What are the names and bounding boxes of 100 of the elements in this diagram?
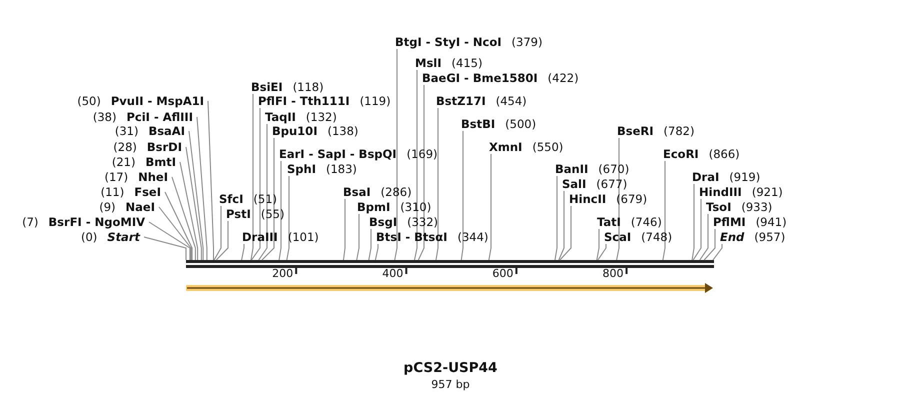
leader-line (216, 220, 228, 260)
leader-line (241, 244, 244, 260)
cut-position: (17) (104, 170, 128, 184)
enzyme-name: DraIII (242, 230, 278, 244)
cut-position: (38) (92, 110, 116, 124)
leader-line (208, 100, 214, 260)
leader-line (262, 138, 274, 260)
leader-line (214, 206, 222, 260)
leader-line (712, 244, 722, 260)
sequence-end-label: End (720, 230, 744, 244)
leader-line (251, 108, 260, 260)
leader-line (488, 154, 492, 260)
cut-position: (11) (100, 185, 124, 199)
leader-line (356, 214, 360, 260)
leader-line (286, 176, 290, 260)
leader-line (558, 190, 564, 260)
leader-line (692, 184, 694, 260)
leader-line (196, 116, 208, 260)
leader-line (596, 228, 600, 260)
cut-position: (0) (80, 230, 98, 244)
sequence-end-label: Start (107, 230, 140, 244)
plasmid-length: 957 bp (431, 378, 470, 391)
enzyme-name: BmtI (145, 155, 176, 169)
plasmid-title: pCS2-USP44 (404, 360, 498, 376)
cut-position: (132) (306, 110, 337, 124)
leader-line (148, 222, 190, 260)
leader-line (164, 192, 193, 260)
enzyme-name: FseI (134, 185, 161, 199)
leader-line (704, 228, 716, 260)
leader-line (460, 130, 464, 260)
cut-position: (919) (729, 170, 760, 184)
leader-line (343, 198, 346, 260)
enzyme-name: BtgI - StyI - NcoI (395, 35, 502, 49)
cut-position: (921) (752, 185, 783, 199)
cut-position: (933) (741, 200, 772, 214)
leader-line (662, 160, 666, 260)
leader-line (692, 198, 702, 260)
cut-position: (454) (496, 94, 527, 108)
sequence-backbone (186, 260, 714, 268)
cut-position: (21) (112, 155, 136, 169)
enzyme-name: TatI (597, 215, 621, 229)
cut-position: (344) (457, 230, 488, 244)
cut-position: (9) (99, 200, 116, 214)
enzyme-name: MslI (415, 56, 442, 70)
leader-line (418, 84, 424, 260)
leader-line (436, 108, 438, 260)
leader-line (554, 176, 558, 260)
enzyme-name: PflFI - Tth111I (258, 94, 350, 108)
enzyme-name: BsiEI (251, 80, 283, 94)
enzyme-name: BseRI (617, 124, 654, 138)
enzyme-name: BanII (555, 162, 588, 176)
cut-position: (550) (532, 140, 564, 154)
cut-position: (748) (641, 230, 672, 244)
cut-position: (379) (512, 35, 542, 49)
cut-position: (101) (288, 230, 319, 244)
leader-line (144, 236, 186, 260)
cut-position: (782) (664, 124, 694, 138)
cut-position: (169) (406, 147, 438, 161)
cut-position: (670) (598, 162, 630, 176)
leader-line (250, 94, 254, 260)
enzyme-name: DraI (692, 170, 720, 184)
enzyme-name: BsgI (369, 215, 398, 229)
enzyme-name: BstBI (461, 117, 496, 131)
enzyme-name: HincII (569, 192, 606, 206)
cut-position: (31) (114, 124, 138, 138)
cut-position: (422) (548, 71, 579, 85)
cut-position: (7) (22, 215, 38, 229)
cut-position: (941) (756, 215, 787, 229)
leader-line (258, 124, 268, 260)
scale-label: 200 (272, 267, 294, 281)
enzyme-name: BpmI (357, 200, 390, 214)
leader-line (374, 244, 378, 260)
enzyme-name: NaeI (126, 200, 155, 214)
cut-position: (957) (754, 230, 786, 244)
cut-position: (415) (452, 56, 482, 70)
leader-line (278, 160, 282, 260)
enzyme-name: HindIII (699, 185, 742, 199)
enzyme-name: BtsI - BtsαI (376, 230, 448, 244)
cut-position: (677) (596, 177, 628, 191)
cut-position: (332) (407, 215, 438, 229)
scale-label: 600 (492, 267, 514, 281)
cut-position: (118) (292, 80, 324, 94)
cut-position: (866) (708, 147, 740, 161)
cut-position: (746) (630, 215, 662, 229)
leader-line (394, 48, 398, 260)
cut-position: (28) (113, 140, 137, 154)
enzyme-name: ScaI (604, 230, 632, 244)
enzyme-name: EarI - SapI - BspQI (279, 147, 397, 161)
leader-line (186, 146, 202, 260)
leader-line (414, 70, 418, 260)
leader-line (368, 228, 372, 260)
leader-line (559, 206, 572, 260)
leader-line (180, 162, 198, 260)
enzyme-name: PflMI (713, 215, 746, 229)
leader-line (699, 214, 708, 260)
enzyme-name: BsrFI - NgoMIV (48, 215, 145, 229)
enzyme-name: BaeGI - Bme1580I (422, 71, 538, 85)
cut-position: (310) (400, 200, 432, 214)
cut-position: (55) (260, 207, 284, 221)
leader-line (172, 176, 196, 260)
